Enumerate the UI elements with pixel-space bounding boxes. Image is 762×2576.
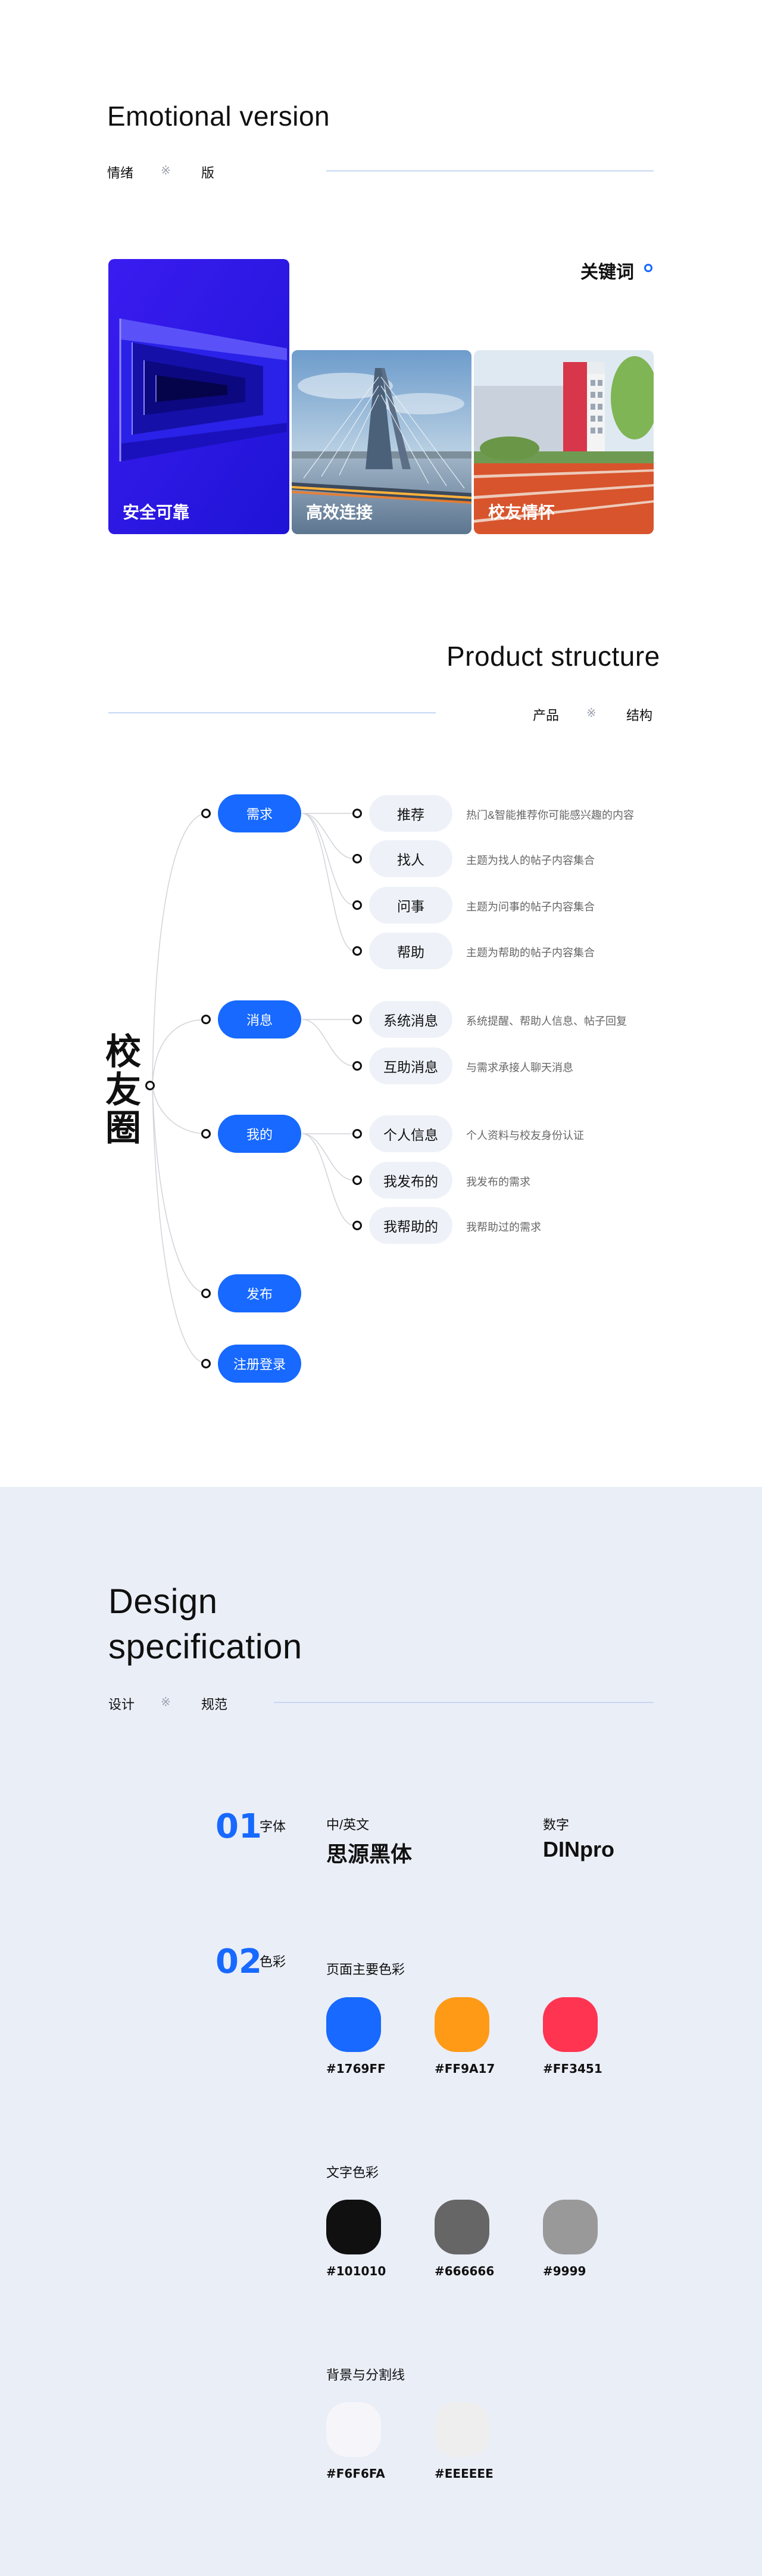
mindmap-root: 校友圈 xyxy=(105,1032,141,1148)
structure-sub-left: 产品 xyxy=(533,708,560,723)
leaf-desc: 系统提醒、帮助人信息、帖子回复 xyxy=(466,1015,627,1027)
leaf-profile[interactable]: 个人信息 xyxy=(369,1115,452,1152)
leaf-find-people[interactable]: 找人 xyxy=(369,840,452,877)
branch-publish[interactable]: 发布 xyxy=(218,1274,301,1312)
node-dot xyxy=(352,1175,362,1185)
design-title-line1: Design xyxy=(108,1582,218,1621)
color-hex: #EEEEEE xyxy=(435,2466,494,2481)
leaf-ask[interactable]: 问事 xyxy=(369,887,452,924)
structure-divider xyxy=(108,712,436,713)
campus-image xyxy=(474,350,654,534)
node-dot xyxy=(201,809,211,818)
emotion-card-label: 校友情怀 xyxy=(488,503,555,522)
node-dot xyxy=(352,1129,362,1139)
structure-sub-sep: ※ xyxy=(586,707,597,720)
node-dot xyxy=(352,946,362,956)
color-swatch xyxy=(326,2200,381,2254)
emotion-card-label: 高效连接 xyxy=(306,503,373,522)
color-swatch xyxy=(326,1997,381,2052)
color-swatch xyxy=(543,1997,598,2052)
design-spec-background xyxy=(0,1487,762,2576)
design-title-line2: specification xyxy=(108,1627,302,1666)
font-section-number: 01 xyxy=(216,1807,262,1846)
leaf-system-messages[interactable]: 系统消息 xyxy=(369,1001,452,1038)
leaf-mutual-messages[interactable]: 互助消息 xyxy=(369,1047,452,1084)
node-dot xyxy=(352,1015,362,1024)
mindmap-connectors xyxy=(152,813,355,1364)
color-section-label: 色彩 xyxy=(260,1954,286,1969)
node-dot xyxy=(352,900,362,910)
bridge-image xyxy=(292,350,471,534)
branch-demand[interactable]: 需求 xyxy=(218,794,301,832)
design-sub-left: 设计 xyxy=(108,1697,135,1712)
leaf-my-helps[interactable]: 我帮助的 xyxy=(369,1207,452,1244)
design-divider xyxy=(274,1702,654,1703)
leaf-desc: 主题为问事的帖子内容集合 xyxy=(466,901,595,913)
color-group-title: 背景与分割线 xyxy=(326,2368,405,2382)
color-group-title: 文字色彩 xyxy=(326,2165,379,2180)
color-group-title: 页面主要色彩 xyxy=(326,1962,405,1977)
branch-messages[interactable]: 消息 xyxy=(218,1000,301,1038)
color-hex: #FF3451 xyxy=(543,2062,602,2076)
node-dot xyxy=(201,1129,211,1139)
design-sub-right: 规范 xyxy=(201,1697,228,1712)
color-swatch xyxy=(543,2200,598,2254)
design-sub-sep: ※ xyxy=(161,1696,171,1709)
color-hex: #9999 xyxy=(543,2264,586,2278)
node-dot xyxy=(352,854,362,863)
emotional-sub-left: 情绪 xyxy=(107,166,134,180)
structure-sub-right: 结构 xyxy=(626,708,653,723)
keyword-label: 关键词 xyxy=(580,263,634,282)
color-section-number: 02 xyxy=(216,1942,262,1981)
node-dot xyxy=(352,809,362,818)
leaf-desc: 我发布的需求 xyxy=(466,1176,530,1188)
node-dot xyxy=(352,1221,362,1230)
node-dot xyxy=(352,1061,362,1071)
leaf-desc: 个人资料与校友身份认证 xyxy=(466,1130,584,1142)
font-cn-en-name: 思源黑体 xyxy=(326,1842,413,1866)
emotion-card-efficient: 高效连接 xyxy=(292,350,471,534)
color-hex: #F6F6FA xyxy=(326,2466,385,2481)
font-digit-name: DINpro xyxy=(543,1837,614,1861)
leaf-my-posts[interactable]: 我发布的 xyxy=(369,1162,452,1199)
node-dot xyxy=(201,1359,211,1368)
emotional-divider xyxy=(326,170,654,171)
emotion-card-safe: 安全可靠 xyxy=(108,259,289,534)
color-hex: #101010 xyxy=(326,2264,386,2278)
color-hex: #1769FF xyxy=(326,2062,386,2076)
leaf-help[interactable]: 帮助 xyxy=(369,933,452,969)
node-dot xyxy=(201,1015,211,1024)
node-dot xyxy=(201,1289,211,1298)
color-swatch xyxy=(435,2402,489,2457)
branch-mine[interactable]: 我的 xyxy=(218,1115,301,1153)
emotional-sub-sep: ※ xyxy=(161,164,171,177)
color-hex: #666666 xyxy=(435,2264,495,2278)
architecture-image xyxy=(108,259,289,534)
color-swatch xyxy=(326,2402,381,2457)
emotion-card-alumni: 校友情怀 xyxy=(474,350,654,534)
font-cn-en-label: 中/英文 xyxy=(326,1817,370,1832)
leaf-desc: 我帮助过的需求 xyxy=(466,1221,541,1233)
color-hex: #FF9A17 xyxy=(435,2062,495,2076)
leaf-desc: 主题为帮助的帖子内容集合 xyxy=(466,947,595,959)
root-node-dot xyxy=(145,1081,155,1090)
emotional-title: Emotional version xyxy=(107,101,330,132)
branch-register-login[interactable]: 注册登录 xyxy=(218,1345,301,1383)
leaf-desc: 主题为找人的帖子内容集合 xyxy=(466,854,595,866)
structure-title: Product structure xyxy=(446,641,660,672)
color-swatch xyxy=(435,2200,489,2254)
leaf-recommend[interactable]: 推荐 xyxy=(369,795,452,832)
color-swatch xyxy=(435,1997,489,2052)
leaf-desc: 与需求承接人聊天消息 xyxy=(466,1062,573,1074)
keyword-dot-icon xyxy=(644,264,652,272)
font-section-label: 字体 xyxy=(260,1819,286,1834)
leaf-desc: 热门&智能推荐你可能感兴趣的内容 xyxy=(466,809,635,821)
emotional-sub-right: 版 xyxy=(201,166,215,180)
emotion-card-label: 安全可靠 xyxy=(123,503,190,522)
font-digit-label: 数字 xyxy=(543,1817,570,1832)
